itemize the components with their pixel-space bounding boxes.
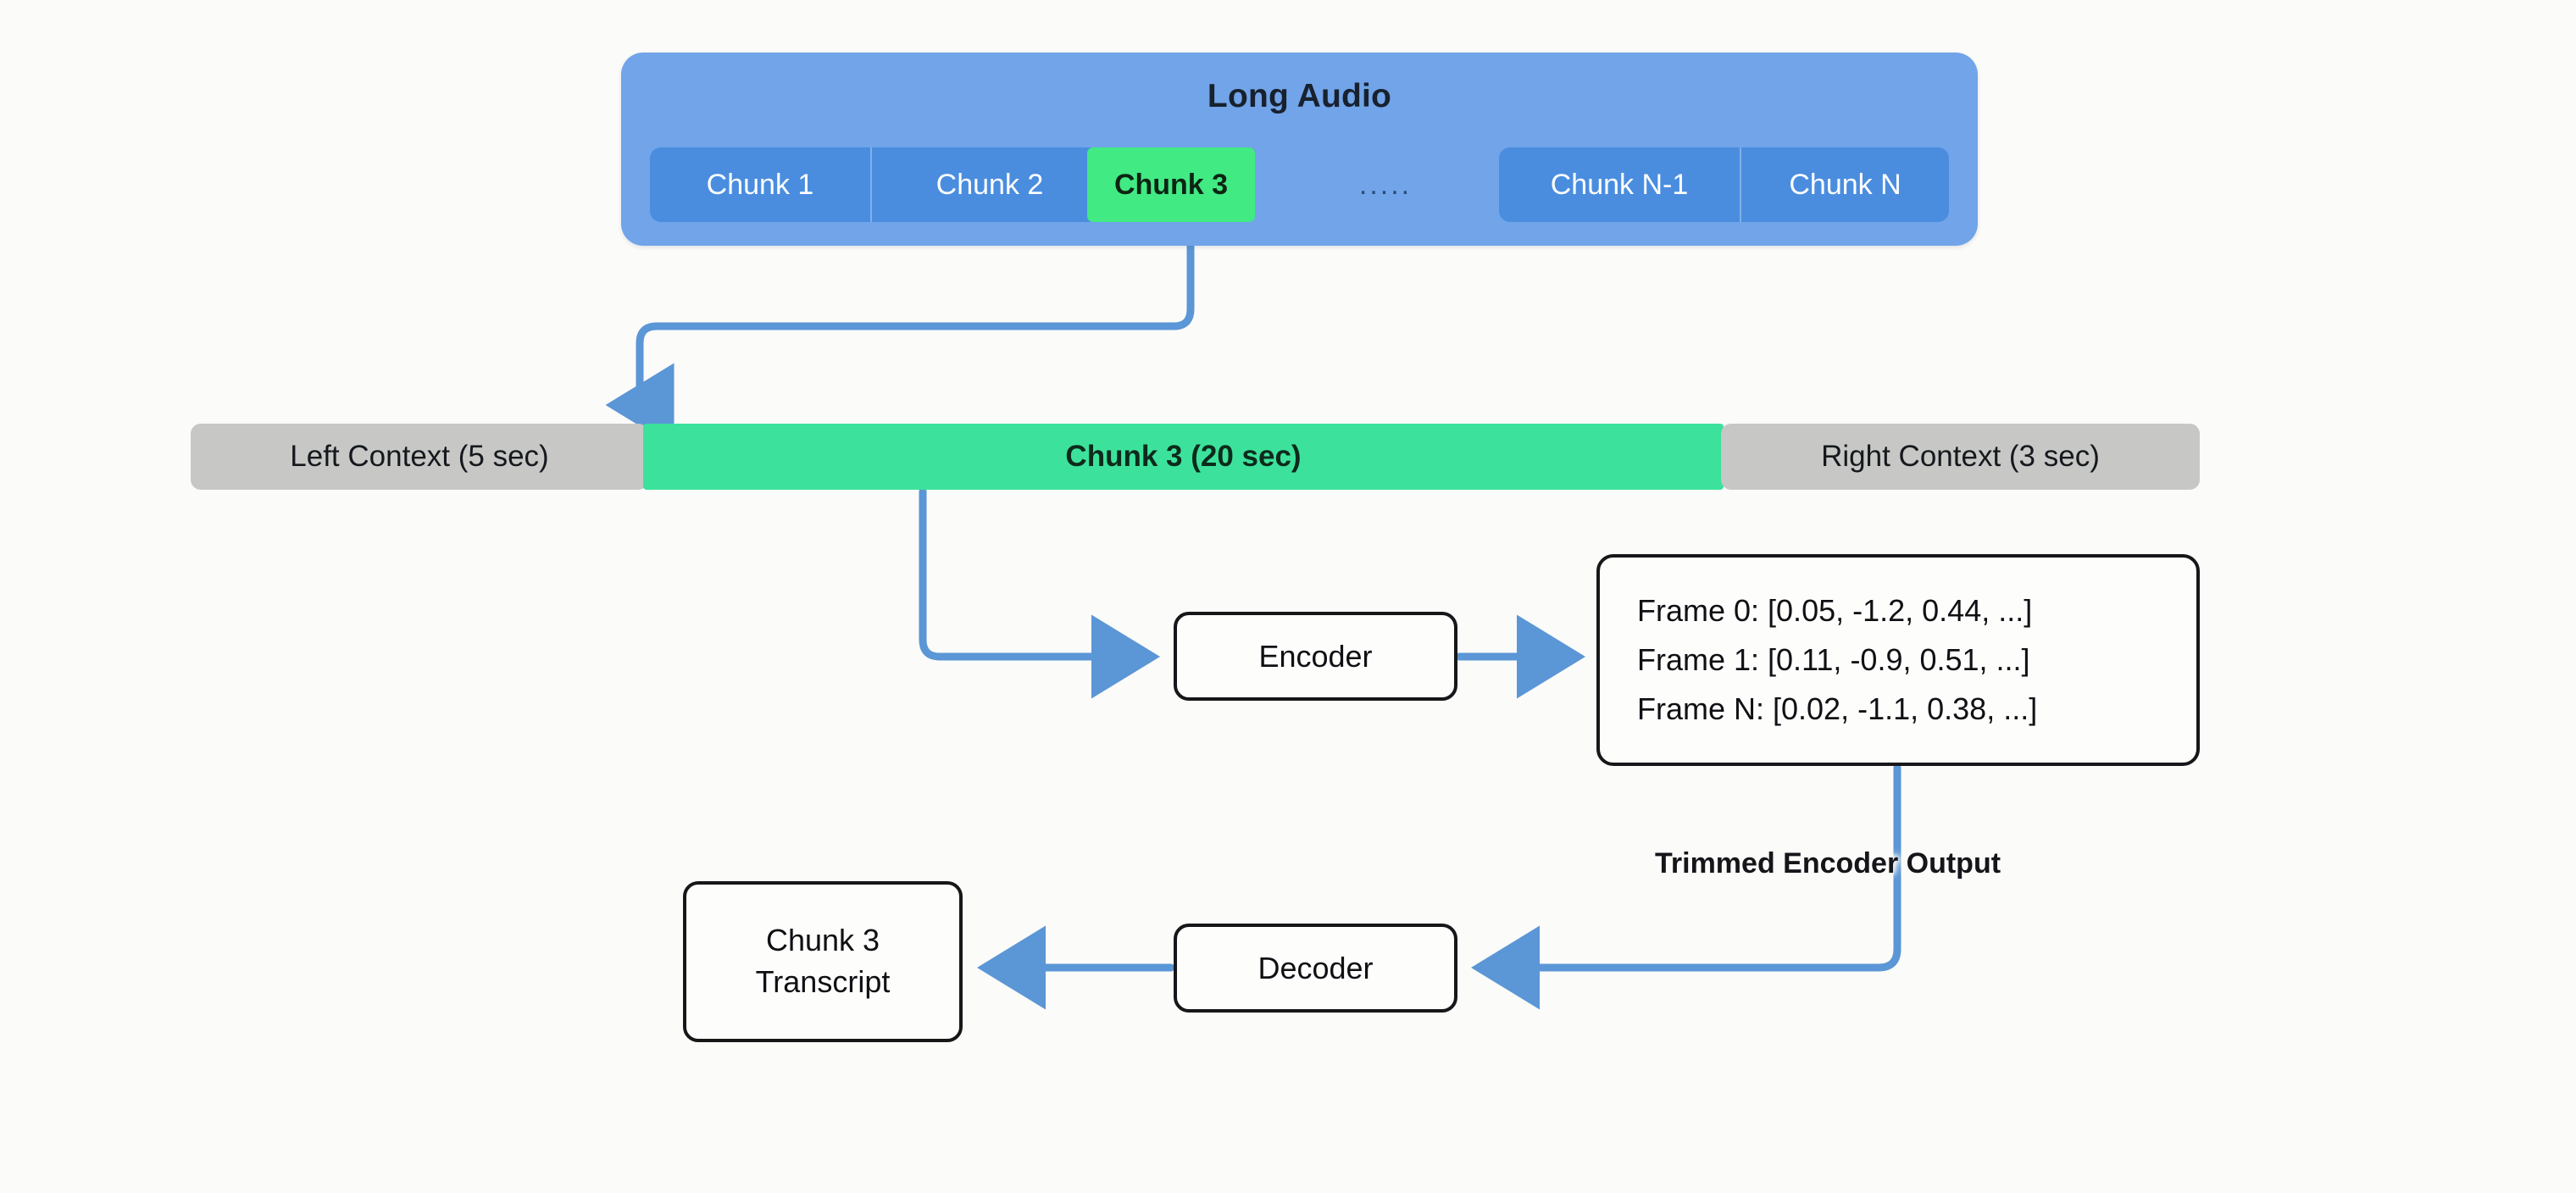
left-context-band: Left Context (5 sec) bbox=[191, 424, 648, 490]
chunk-item-n[interactable]: Chunk N bbox=[1741, 147, 1949, 222]
chunk-item-1[interactable]: Chunk 1 bbox=[650, 147, 872, 222]
trimmed-encoder-output-label: Trimmed Encoder Output bbox=[1655, 847, 2001, 879]
chunk3-band: Chunk 3 (20 sec) bbox=[643, 424, 1724, 490]
connector-band-to-encoder bbox=[919, 487, 1160, 699]
connector-chunk3-to-band bbox=[605, 241, 1195, 447]
chunk-group-left: Chunk 1 Chunk 2 bbox=[650, 147, 1108, 222]
chunk-item-n-minus-1[interactable]: Chunk N-1 bbox=[1499, 147, 1741, 222]
long-audio-title: Long Audio bbox=[1207, 78, 1392, 114]
chunk-item-3-highlighted[interactable]: Chunk 3 bbox=[1087, 147, 1255, 222]
encoder-output-line-1: Frame 1: [0.11, -0.9, 0.51, ...] bbox=[1637, 641, 2030, 677]
transcript-line-2: Transcript bbox=[755, 964, 891, 999]
decoder-box[interactable]: Decoder bbox=[1174, 924, 1457, 1013]
encoder-box[interactable]: Encoder bbox=[1174, 612, 1457, 701]
encoder-output-line-0: Frame 0: [0.05, -1.2, 0.44, ...] bbox=[1637, 592, 2033, 628]
chunk-group-right: Chunk N-1 Chunk N bbox=[1499, 147, 1949, 222]
right-context-band: Right Context (3 sec) bbox=[1721, 424, 2200, 490]
transcript-box: Chunk 3 Transcript bbox=[683, 881, 963, 1042]
chunk-item-2[interactable]: Chunk 2 bbox=[872, 147, 1108, 222]
encoder-output-line-2: Frame N: [0.02, -1.1, 0.38, ...] bbox=[1637, 691, 2038, 727]
encoder-output-box: Frame 0: [0.05, -1.2, 0.44, ...] Frame 1… bbox=[1596, 554, 2200, 766]
transcript-line-1: Chunk 3 bbox=[765, 923, 880, 958]
chunk-row: Chunk 1 Chunk 2 Chunk 3 ..... Chunk N-1 … bbox=[650, 147, 1949, 222]
long-audio-container: Long Audio Chunk 1 Chunk 2 Chunk 3 .....… bbox=[621, 53, 1978, 246]
chunk-ellipsis: ..... bbox=[1358, 168, 1413, 201]
